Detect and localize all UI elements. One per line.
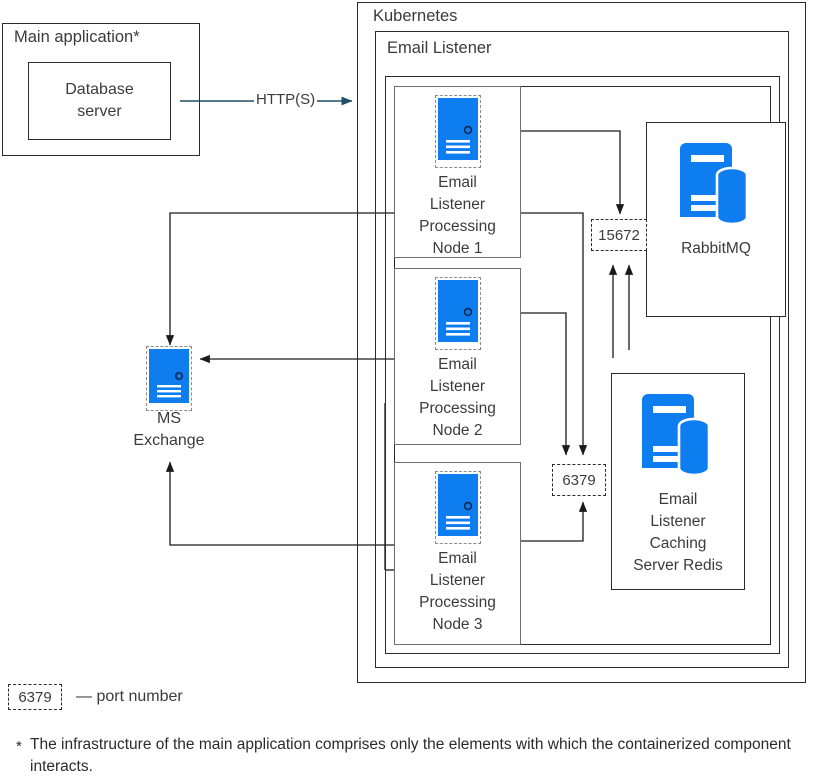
server-icon: [146, 346, 192, 411]
group-main-application: [2, 23, 200, 156]
node-card-1[interactable]: Email Listener Processing Node 1: [394, 86, 521, 258]
group-kubernetes: [357, 2, 806, 683]
ms-exchange-label: MS Exchange: [133, 410, 205, 450]
service-card-redis-label: Email Listener Caching Server Redis: [633, 491, 723, 574]
node-card-2-label: Email Listener Processing Node 2: [419, 356, 496, 439]
server-icon: [434, 471, 481, 544]
node-card-3[interactable]: Email Listener Processing Node 3: [394, 462, 521, 645]
node-card-1-label: Email Listener Processing Node 1: [419, 174, 496, 257]
server-database-icon: [640, 388, 716, 479]
port-chip-6379: 6379: [552, 464, 606, 496]
node-card-2[interactable]: Email Listener Processing Node 2: [394, 268, 521, 445]
footnote-text: The infrastructure of the main applicati…: [30, 736, 791, 776]
server-database-icon: [678, 137, 754, 228]
server-icon: [434, 95, 481, 168]
ms-exchange-icon[interactable]: [146, 346, 192, 411]
database-server-card[interactable]: Database server: [28, 62, 171, 140]
legend-port-description: — port number: [76, 688, 183, 705]
footnote-marker: *: [16, 738, 22, 755]
server-icon: [434, 277, 481, 350]
port-chip-15672: 15672: [591, 219, 647, 251]
service-card-rabbitmq[interactable]: RabbitMQ: [646, 122, 786, 317]
legend-port-chip: 6379: [8, 684, 62, 710]
service-card-redis[interactable]: Email Listener Caching Server Redis: [611, 373, 745, 590]
group-email-listener: [375, 31, 789, 668]
group-main-application-label: Main application*: [14, 28, 140, 46]
group-kubernetes-label: Kubernetes: [373, 7, 458, 25]
node-card-3-label: Email Listener Processing Node 3: [419, 550, 496, 633]
group-email-listener-label: Email Listener: [387, 39, 492, 57]
group-email-listener-inner: [385, 76, 780, 654]
edge-label-https: HTTP(S): [254, 91, 318, 108]
service-card-rabbitmq-label: RabbitMQ: [681, 240, 751, 257]
